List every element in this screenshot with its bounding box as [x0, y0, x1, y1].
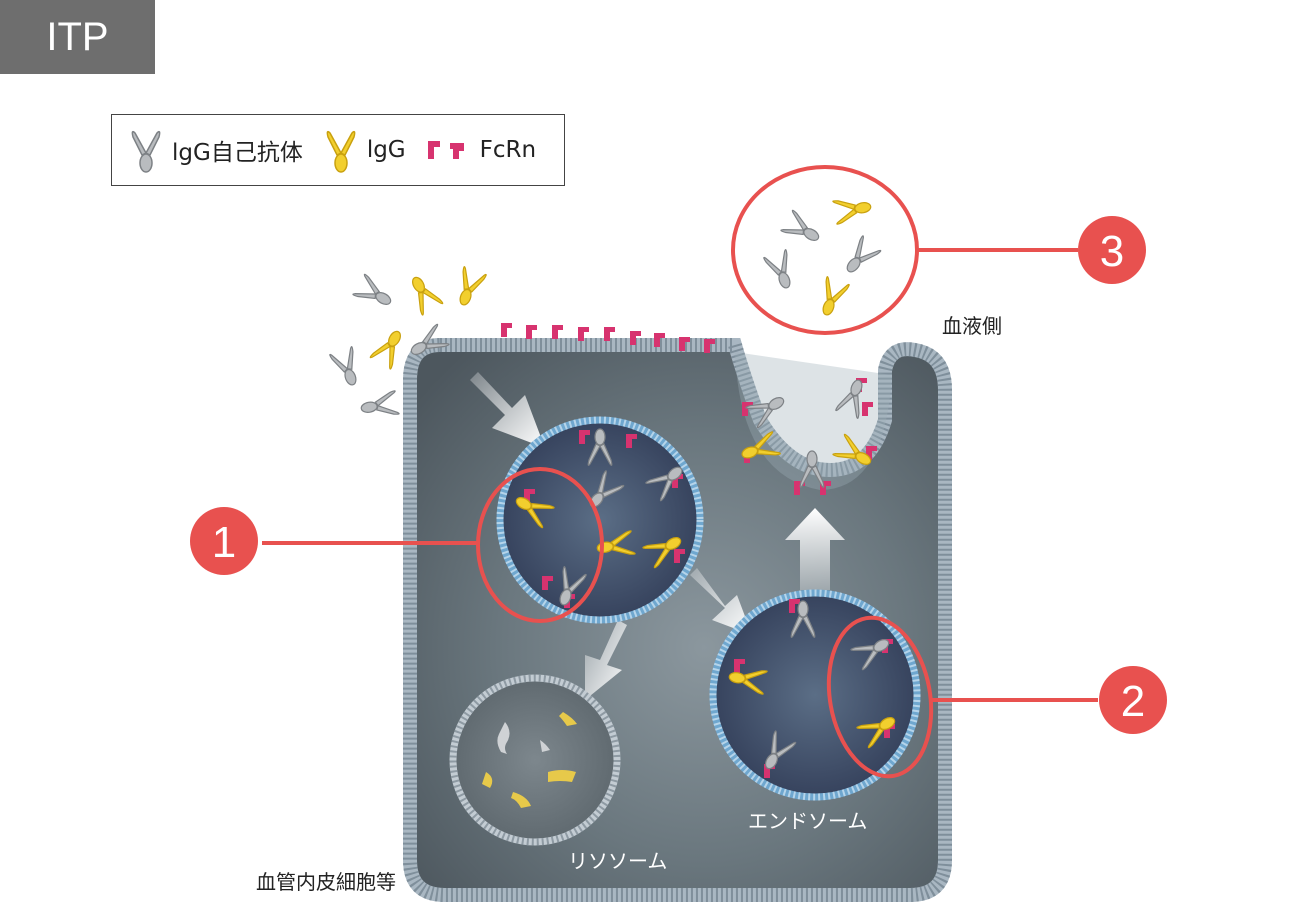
- transport-arrows: [470, 372, 845, 700]
- blood-side-label: 血液側: [942, 314, 1002, 338]
- callout-2-number: 2: [1121, 677, 1145, 726]
- callout-1: 1: [190, 467, 604, 623]
- fcrn-icon: [427, 141, 464, 159]
- callout-2: 2: [826, 615, 1167, 779]
- autoantibody-icon: [131, 130, 161, 173]
- itp-tag: ITP: [0, 0, 155, 74]
- callout-3: 3: [731, 165, 1146, 335]
- lysosome: [449, 674, 621, 846]
- callout-3-number: 3: [1100, 227, 1124, 276]
- legend-fcrn: FcRn: [424, 135, 536, 165]
- callout-1-number: 1: [212, 518, 236, 567]
- legend-fcrn-label: FcRn: [479, 137, 537, 163]
- legend-igg-label: lgG: [366, 137, 406, 163]
- lysosome-label: リソソーム: [568, 849, 667, 873]
- igg-icon: [326, 130, 356, 173]
- itp-tag-text: ITP: [46, 14, 109, 59]
- endosome-label: エンドソーム: [748, 809, 867, 833]
- legend-autoantibody-label: lgG自己抗体: [172, 140, 303, 166]
- legend-igg: lgG: [321, 127, 406, 173]
- sorting-endosome: [709, 589, 921, 801]
- endothelial-cell-label: 血管内皮細胞等: [256, 870, 396, 894]
- legend-box: lgG自己抗体 lgG FcRn: [111, 114, 565, 186]
- legend-autoantibody: lgG自己抗体: [126, 127, 303, 173]
